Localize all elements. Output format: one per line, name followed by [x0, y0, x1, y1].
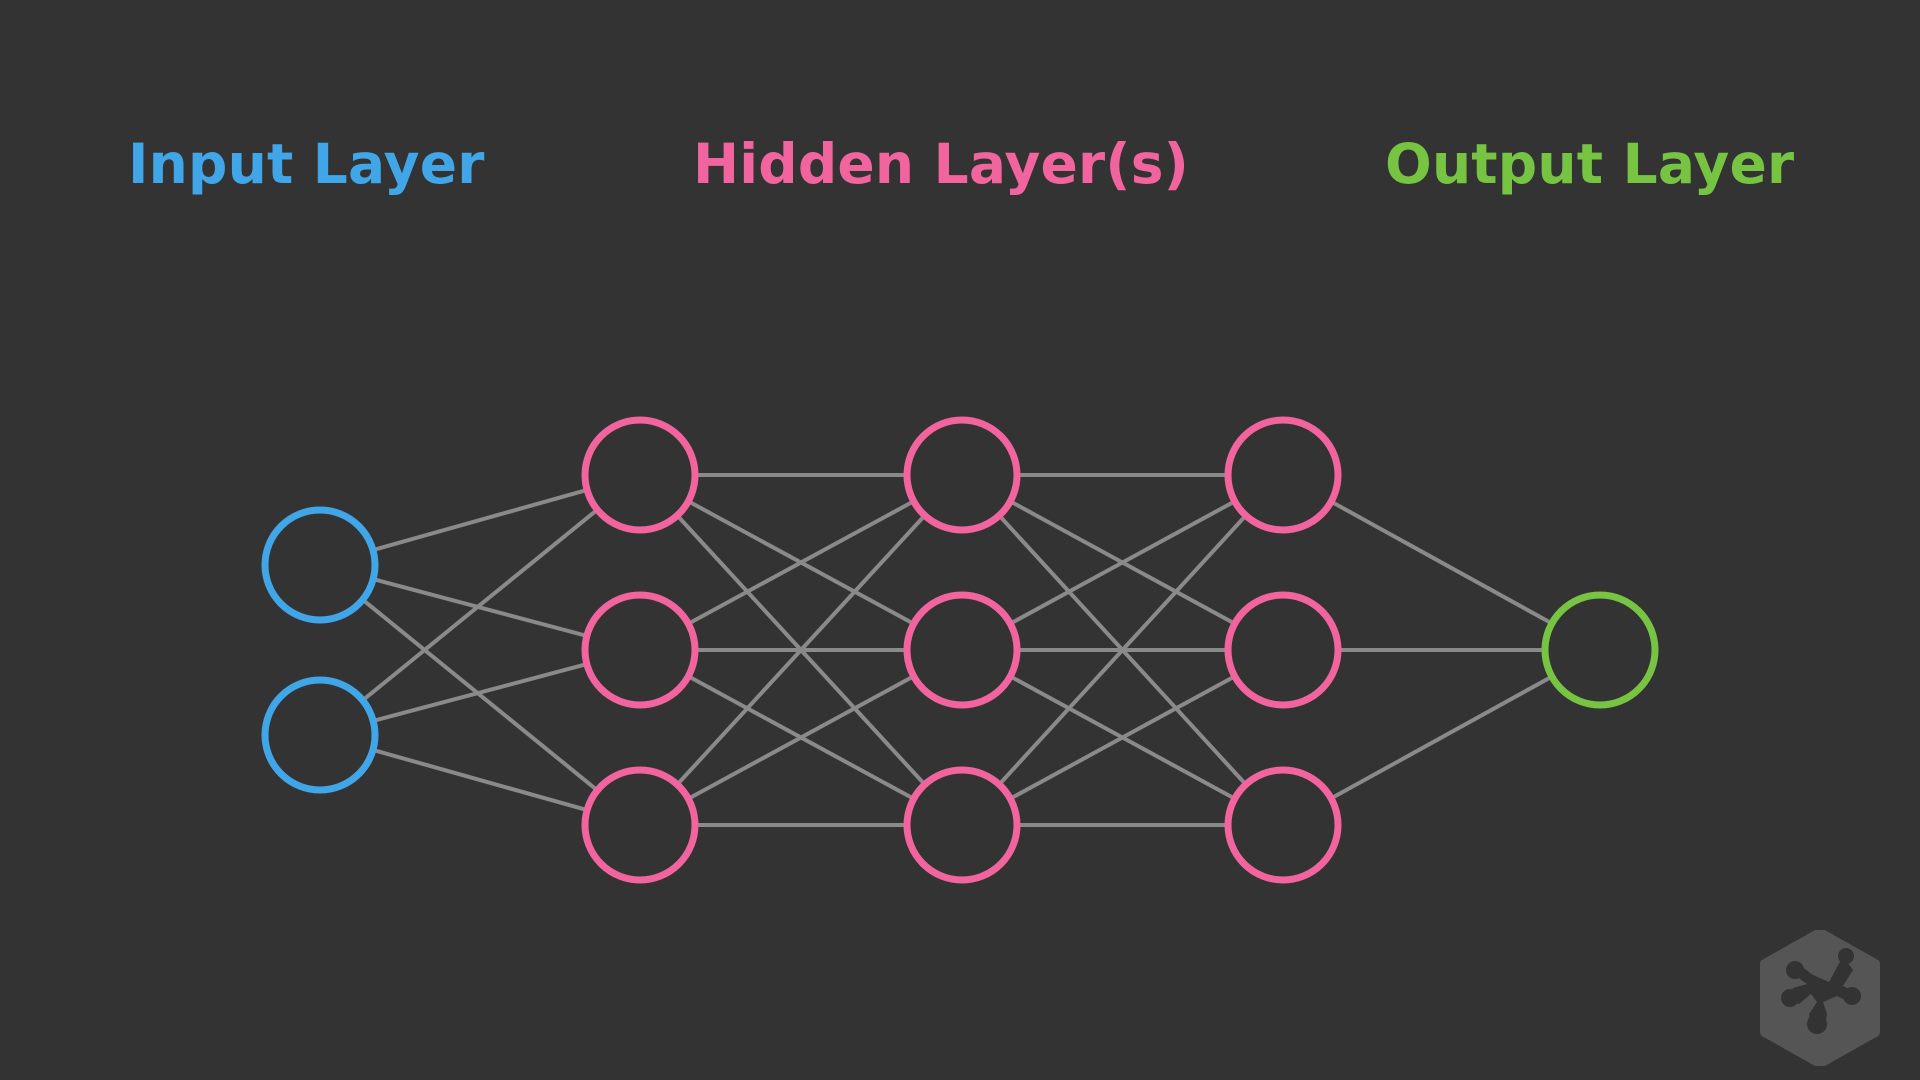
hidden-node: [581, 416, 699, 534]
edge: [1008, 499, 1237, 626]
input-node: [261, 506, 379, 624]
hidden-node: [581, 591, 699, 709]
edge: [360, 597, 600, 793]
output-layer-label: Output Layer: [1385, 132, 1795, 196]
edge: [360, 507, 600, 703]
input-layer-label: Input Layer: [128, 132, 485, 196]
hidden-node: [903, 591, 1021, 709]
hexagon-neuron-logo-icon: [1760, 930, 1880, 1066]
edge: [1329, 499, 1554, 626]
nodes-group: [261, 416, 1659, 884]
edge: [371, 662, 589, 723]
edge: [370, 747, 590, 813]
hidden-layer-label: Hidden Layer(s): [693, 132, 1189, 196]
edge: [997, 513, 1248, 787]
hidden-node: [1224, 416, 1342, 534]
hidden-node: [1224, 591, 1342, 709]
hidden-node: [1224, 766, 1342, 884]
output-node: [1541, 591, 1659, 709]
hidden-node: [903, 766, 1021, 884]
hidden-node: [903, 416, 1021, 534]
watermark-glyph: [1781, 948, 1861, 1034]
edges-group: [360, 473, 1554, 827]
input-node: [261, 676, 379, 794]
edge: [1329, 674, 1554, 801]
edge: [370, 487, 590, 553]
edge: [1008, 674, 1237, 801]
edge: [686, 499, 916, 626]
edge: [686, 674, 916, 801]
edge: [675, 513, 927, 787]
hidden-node: [581, 766, 699, 884]
layer-labels: Input Layer Hidden Layer(s) Output Layer: [0, 0, 1920, 260]
